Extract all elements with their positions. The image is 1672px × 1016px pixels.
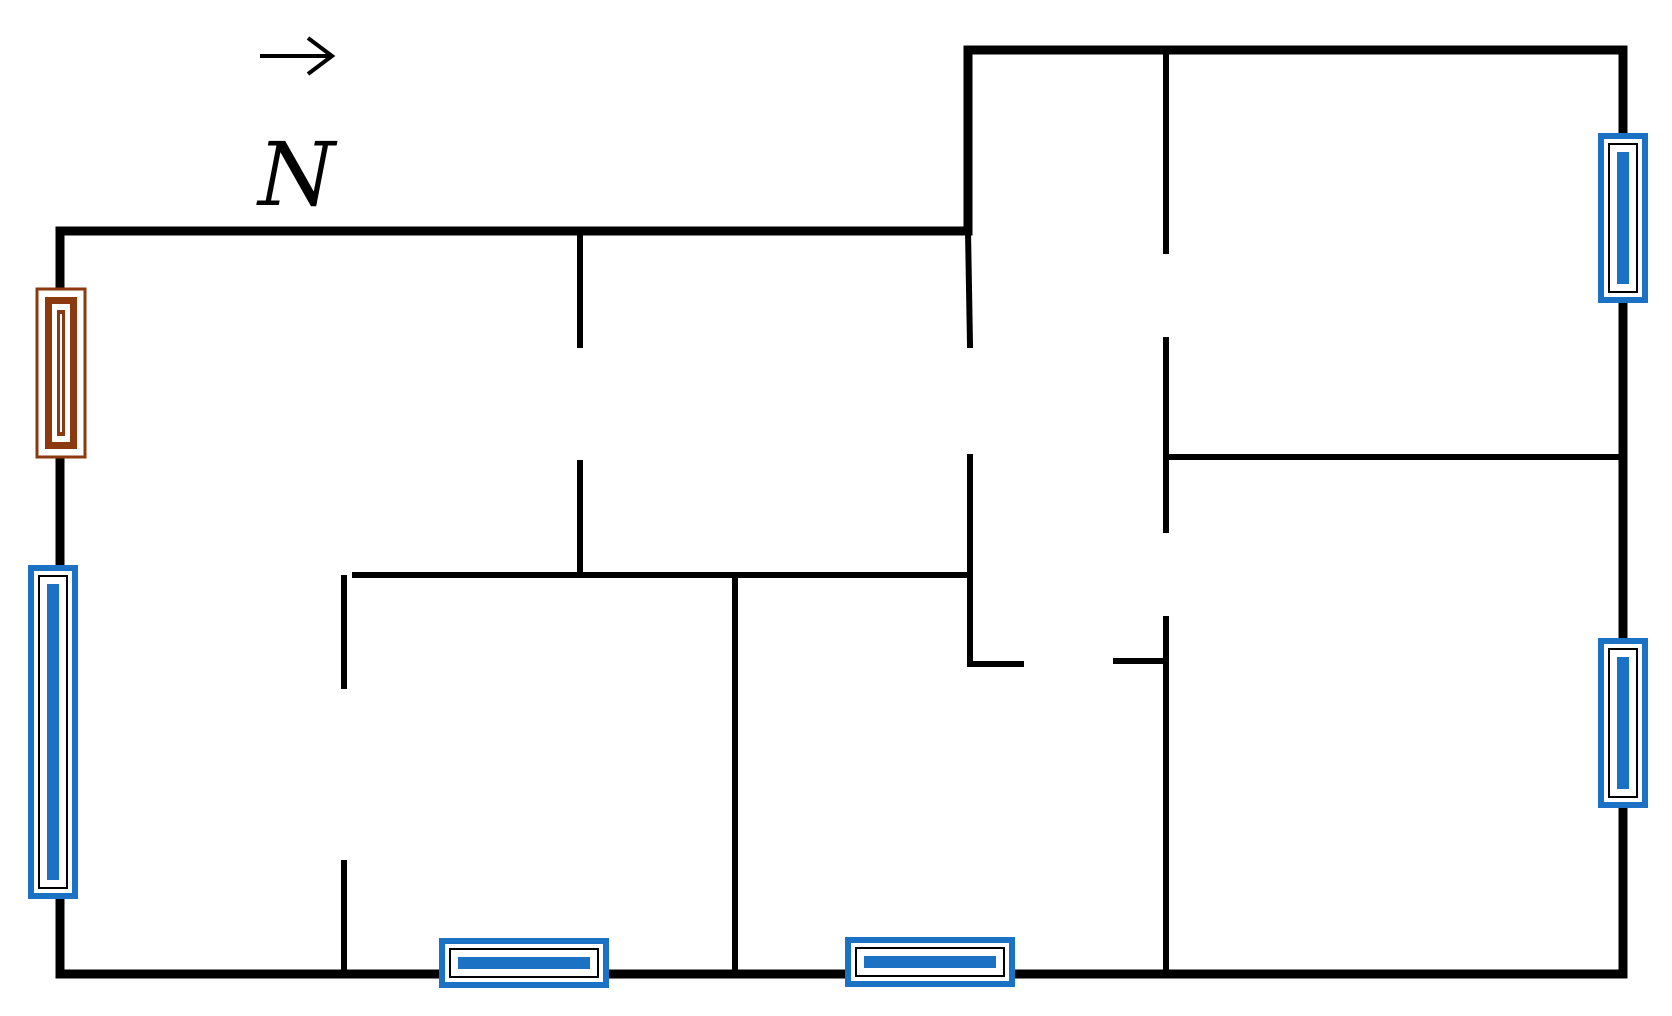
- window-icon: [845, 937, 1015, 987]
- window-icon: [439, 938, 609, 988]
- interior-walls: [341, 47, 1626, 977]
- interior-wall: [964, 227, 974, 349]
- north-label: N: [256, 123, 338, 226]
- window-icon: [28, 565, 78, 899]
- door-icon: [35, 287, 87, 459]
- north-indicator: N: [256, 36, 338, 226]
- window-icon: [1598, 638, 1648, 808]
- window-icon: [1598, 133, 1648, 303]
- right-arrow-icon: [260, 36, 336, 76]
- windows: [28, 133, 1648, 988]
